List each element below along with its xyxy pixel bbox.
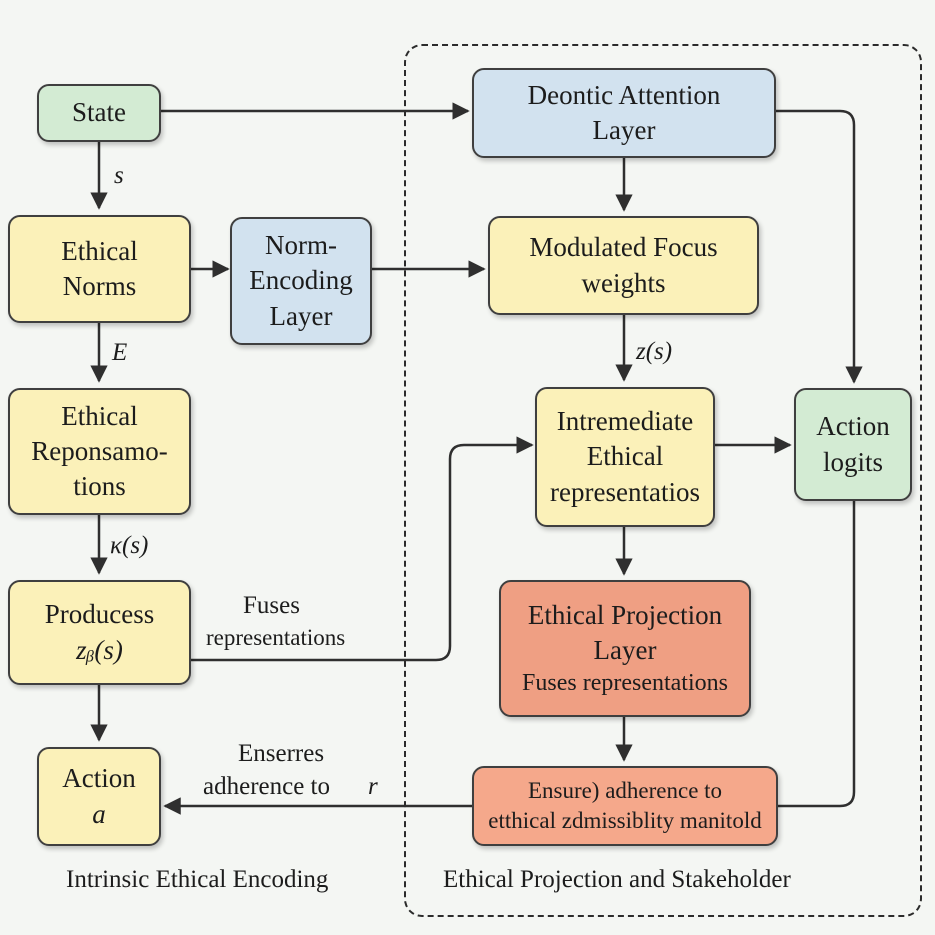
node-norm-encoding-line1: Norm- (265, 230, 337, 261)
arrow-deontic-to-action-logits (776, 109, 863, 384)
node-ethical-norms-line1: Ethical (61, 235, 138, 266)
node-modulated-focus-weights: Modulated Focus weights (488, 216, 759, 315)
node-action-logits-line2: logits (822, 446, 883, 477)
node-modulated-line1: Modulated Focus (529, 232, 718, 263)
node-state-label: State (72, 97, 126, 128)
node-projection-line2: Layer (593, 634, 657, 665)
edge-label-r: r (368, 773, 378, 800)
stakeholder-region-boundary (404, 44, 922, 917)
node-state: State (37, 84, 161, 142)
node-action-logits: Action logits (794, 388, 912, 501)
node-intermediate-line1: Intremediate (556, 406, 694, 437)
node-ethical-representations-line1: Ethical (61, 400, 138, 431)
edge-label-fuses-line2: representations (206, 625, 346, 650)
edge-label-enserres-line2: adherence to (203, 773, 331, 800)
node-deontic-line1: Deontic Attention (527, 79, 721, 110)
node-ensure-line2: etthical zdmissiblity manitold (488, 808, 762, 833)
node-norm-encoding-line2: Encoding (249, 265, 353, 296)
node-projection-line3: Fuses representations (522, 670, 728, 696)
node-ethical-norms: Ethical Norms (8, 215, 191, 323)
node-intermediate-line2: Ethical (586, 441, 664, 472)
node-intermediate-line3: representatios (550, 476, 700, 507)
caption-ethical-projection-stakeholder: Ethical Projection and Stakeholder (443, 866, 791, 893)
node-ethical-representations-line2: Reponsamo- (31, 435, 168, 466)
edge-label-enserres-line1: Enserres (238, 740, 325, 767)
edge-label-fuses-line1: Fuses (243, 592, 300, 619)
node-norm-encoding-layer: Norm- Encoding Layer (230, 217, 372, 345)
edge-label-zs: z(s) (636, 338, 673, 365)
node-intermediate-representations: Intremediate Ethical representatios (535, 387, 715, 527)
node-produces: Producess zᵦ(s) (8, 580, 191, 685)
node-produces-line2: zᵦ(s) (76, 634, 123, 665)
edge-label-e: E (112, 339, 128, 366)
node-action-logits-line1: Action (816, 411, 890, 442)
arrow-action-logits-to-ensure (778, 501, 856, 808)
node-ensure-adherence: Ensure) adherence to etthical zdmissibli… (472, 766, 778, 846)
caption-intrinsic-ethical-encoding: Intrinsic Ethical Encoding (66, 866, 329, 893)
node-deontic-attention-layer: Deontic Attention Layer (472, 68, 776, 158)
node-projection-line1: Ethical Projection (527, 599, 723, 630)
node-action-line2: a (92, 798, 106, 829)
edge-label-s: s (114, 162, 124, 189)
arrow-produces-to-intermediate (191, 436, 534, 662)
node-ethical-representations-line3: tions (73, 471, 126, 502)
node-ensure-line1: Ensure) adherence to (527, 778, 723, 804)
node-ethical-projection-layer: Ethical Projection Layer Fuses represent… (499, 580, 751, 717)
node-action-line1: Action (62, 763, 136, 794)
node-ethical-representations: Ethical Reponsamo- tions (8, 388, 191, 515)
node-deontic-line2: Layer (592, 115, 656, 145)
node-ethical-norms-line2: Norms (62, 271, 137, 301)
node-modulated-line2: weights (581, 267, 666, 298)
node-action: Action a (37, 747, 161, 846)
node-norm-encoding-line3: Layer (269, 300, 333, 331)
edge-label-kappa: κ(s) (110, 532, 149, 559)
node-produces-line1: Producess (44, 599, 155, 630)
